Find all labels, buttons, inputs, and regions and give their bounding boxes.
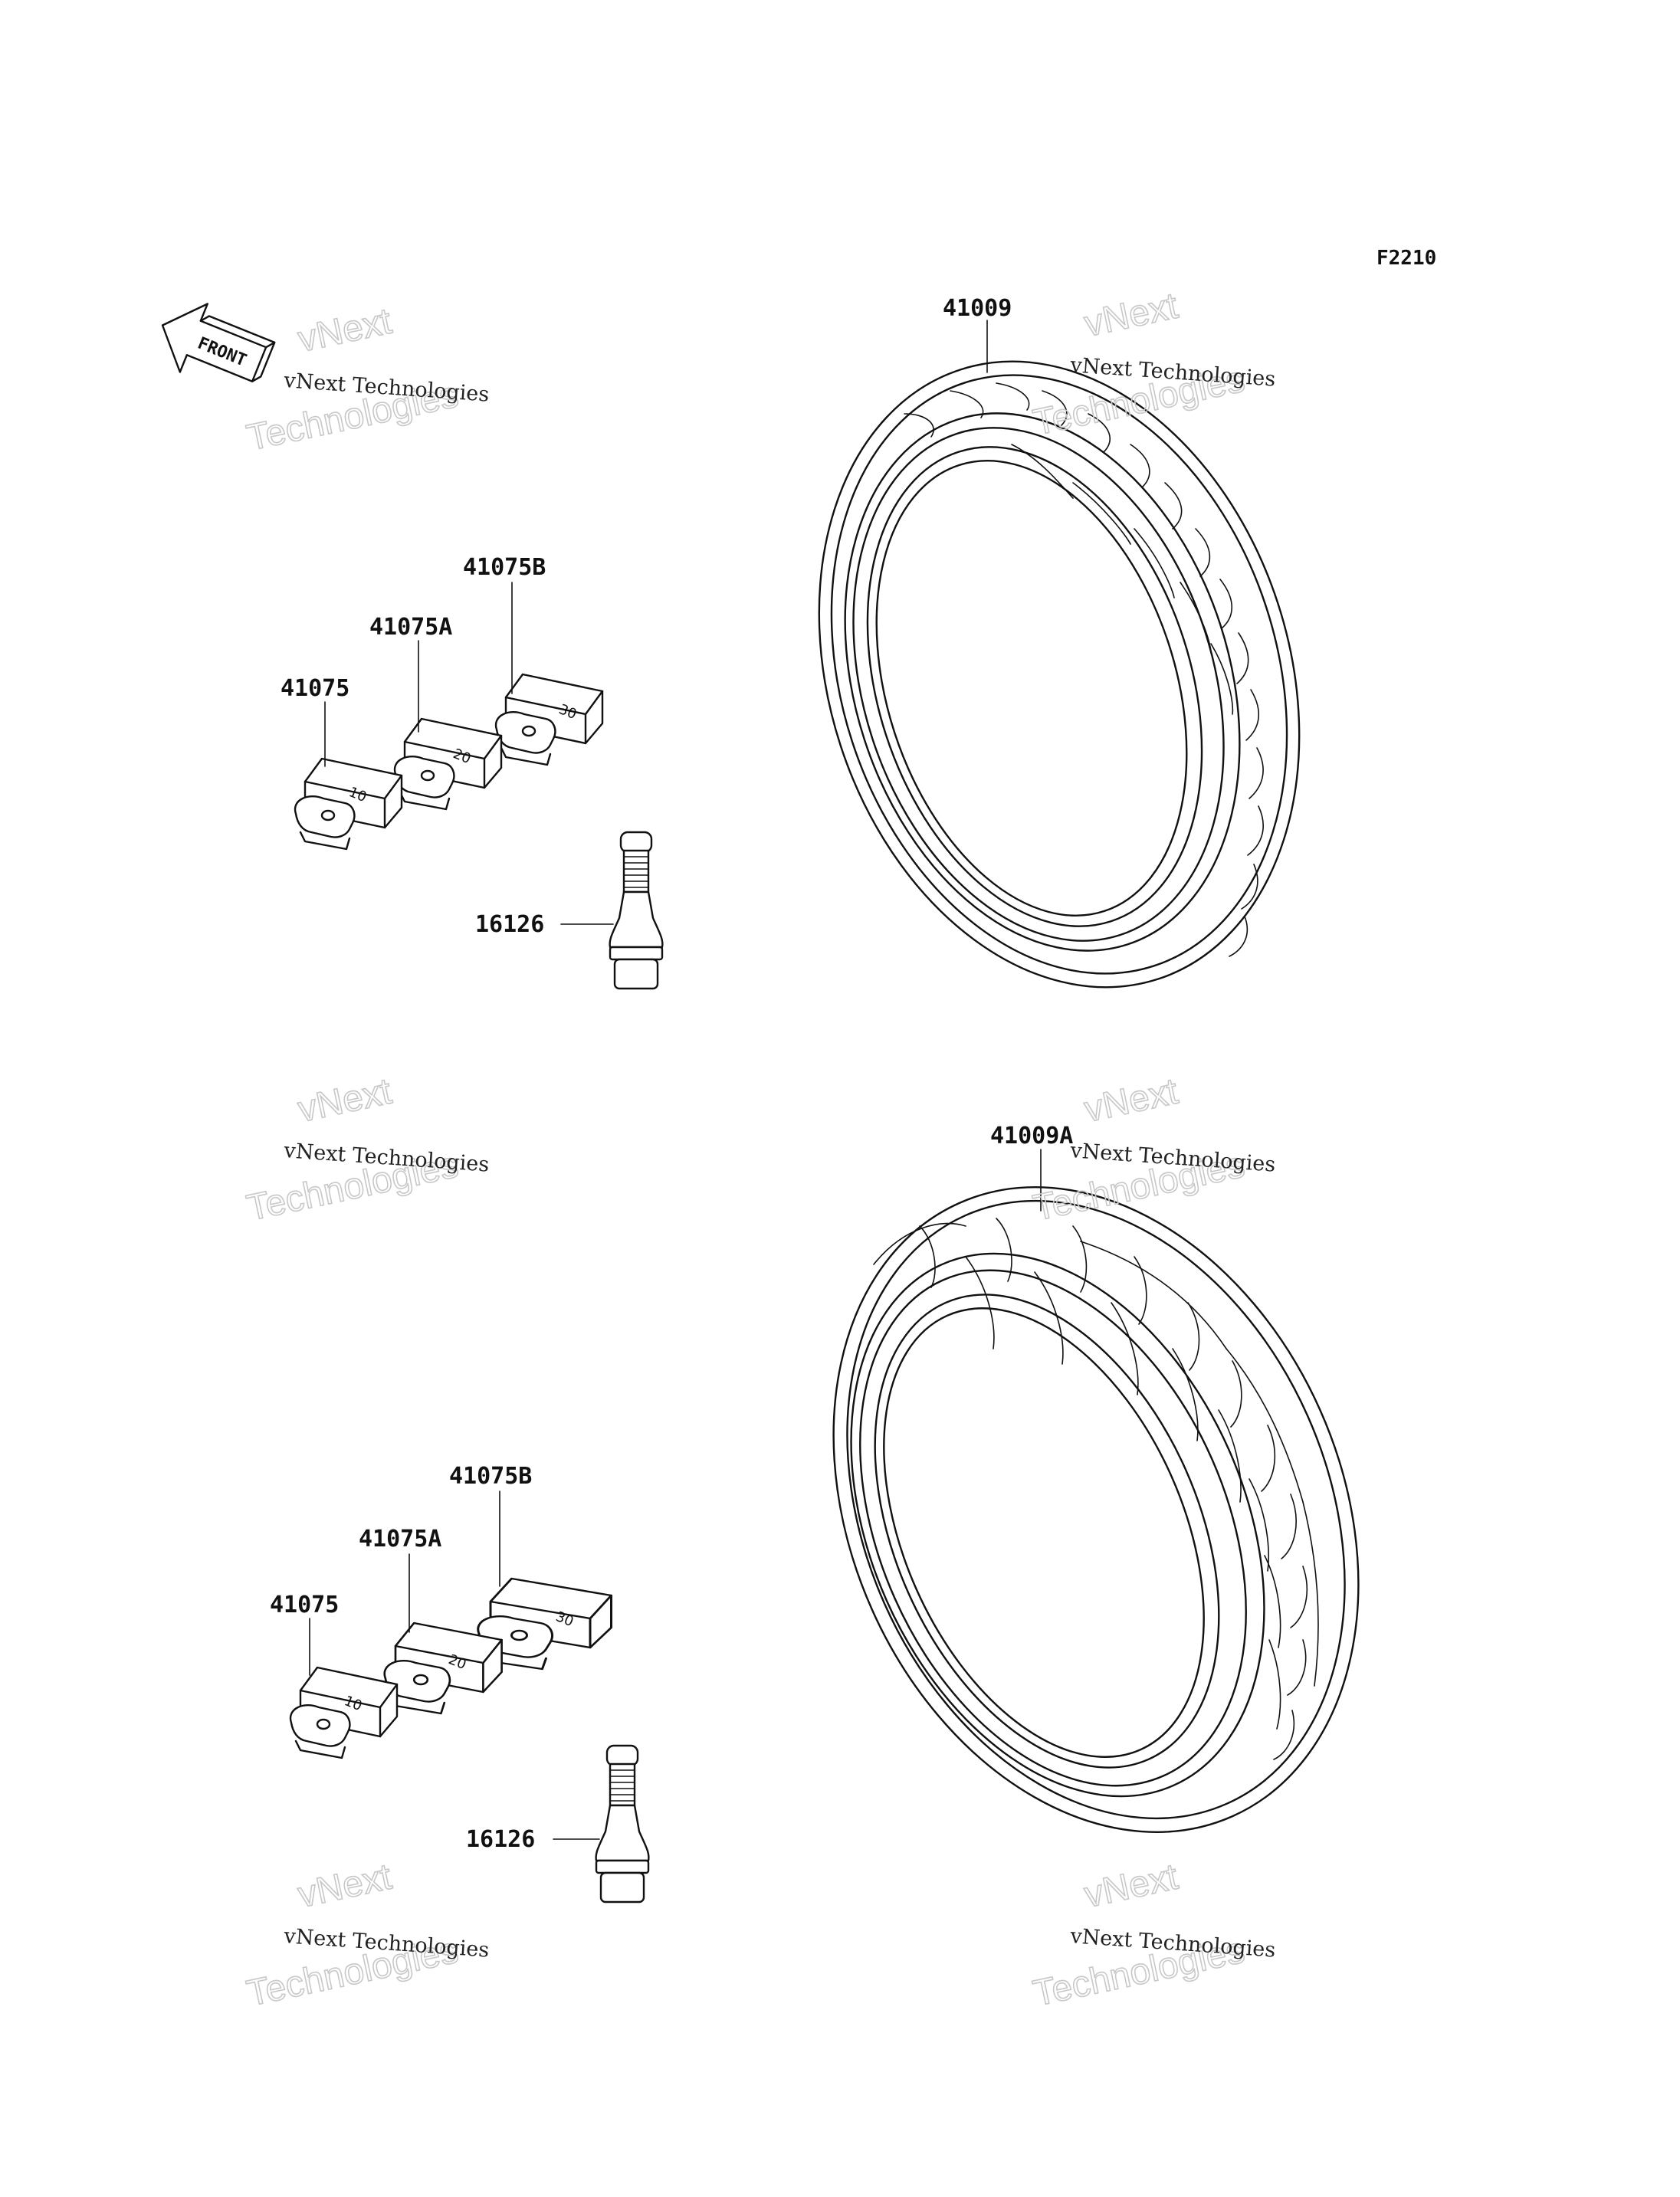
part-label-41075a-front: 41075A <box>369 614 452 641</box>
watermark-outline-vnext: vNext <box>1081 1857 1181 1916</box>
tire-front: 41009 <box>818 295 1301 989</box>
watermark-outline-vnext: vNext <box>1081 1071 1181 1130</box>
watermark-2: vNext Technologies vNext Technologies <box>1029 285 1276 444</box>
part-label-41075a-rear: 41075A <box>359 1526 441 1553</box>
part-label-16126-rear: 16126 <box>466 1826 535 1853</box>
tread-pattern-front <box>904 382 1264 957</box>
watermark-1: vNext Technologies vNext Technologies <box>243 300 490 460</box>
part-label-41075-front: 41075 <box>281 675 349 702</box>
balance-weight-30-rear: 30 <box>477 1577 612 1671</box>
part-label-41075-rear: 41075 <box>270 1592 339 1618</box>
part-label-41075b-rear: 41075B <box>449 1463 532 1490</box>
watermark-outline-vnext: vNext <box>1081 286 1181 345</box>
part-label-41009: 41009 <box>943 295 1012 322</box>
watermark-outline-vnext: vNext <box>294 1857 395 1916</box>
balance-weight-30-front: 30 <box>494 673 604 766</box>
balance-weight-20-front: 20 <box>393 717 503 811</box>
watermark-6: vNext Technologies vNext Technologies <box>1029 1856 1276 2015</box>
valve-stem-front <box>609 831 664 990</box>
balance-weight-10-front: 10 <box>294 757 403 851</box>
part-label-16126-front: 16126 <box>475 911 544 938</box>
watermark-outline-vnext: vNext <box>294 301 395 360</box>
watermark-3: vNext Technologies vNext Technologies <box>243 1071 490 1230</box>
front-arrow-icon: FRONT <box>161 303 276 382</box>
valve-stem-rear <box>595 1744 650 1904</box>
part-label-41075b-front: 41075B <box>463 554 546 581</box>
balance-weight-20-rear: 20 <box>383 1622 503 1715</box>
watermark-4: vNext Technologies vNext Technologies <box>1029 1071 1276 1230</box>
tire-rear: 41009A <box>832 1123 1360 1833</box>
watermark-outline-vnext: vNext <box>294 1071 395 1130</box>
balance-weight-10-rear: 10 <box>289 1666 399 1759</box>
tread-pattern-rear <box>873 1218 1319 1760</box>
watermark-5: vNext Technologies vNext Technologies <box>243 1856 490 2015</box>
figure-code: F2210 <box>1376 247 1436 270</box>
part-label-41009a: 41009A <box>990 1123 1073 1149</box>
